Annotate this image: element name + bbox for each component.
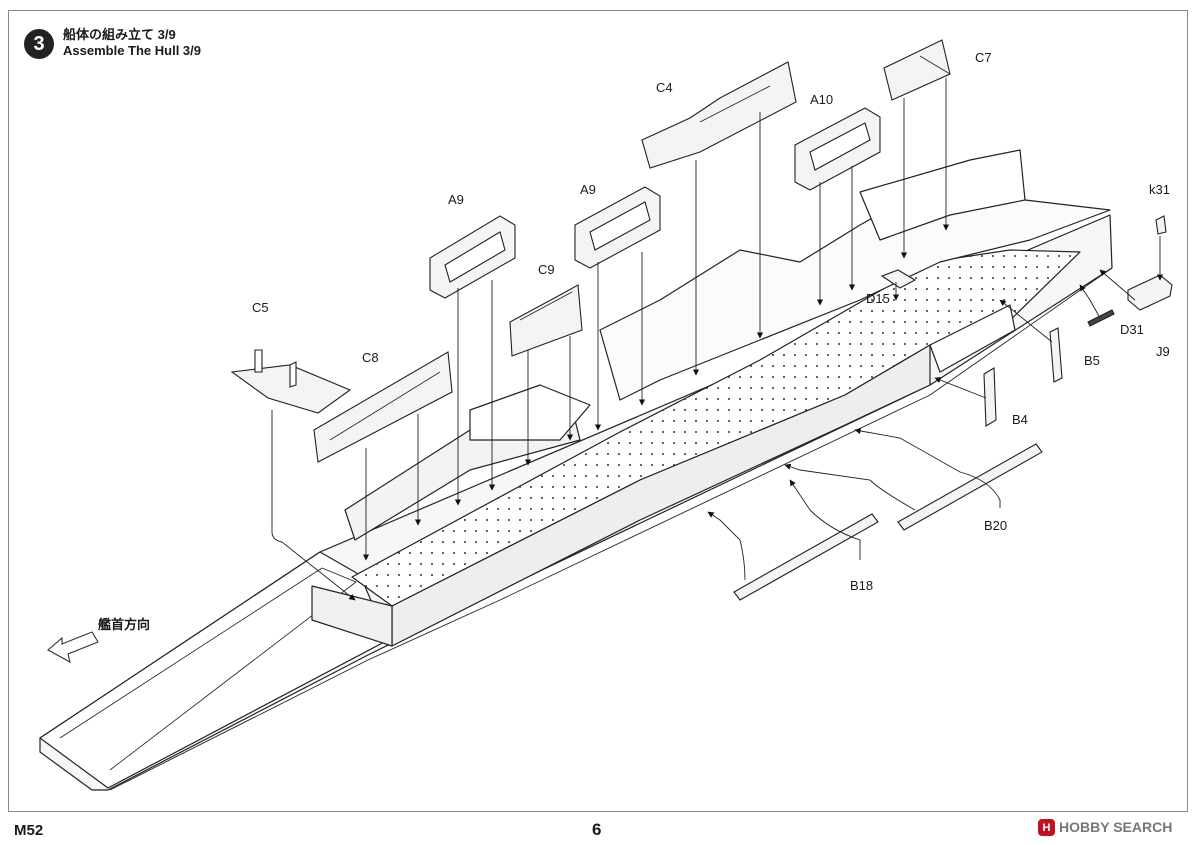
leader-b5 [999,299,1053,343]
part-b5 [1049,327,1063,383]
part-b20 [897,443,1043,531]
leader-b18-2 [707,511,746,581]
part-c9 [509,284,583,357]
leader-b4 [934,377,987,399]
label-c4: C4 [656,80,673,95]
hull-bow-bulkhead [311,585,393,647]
leader-d31 [1079,284,1101,319]
part-labels: C5 C8 A9 C9 A9 C4 A10 C7 D15 k31 D31 J9 … [252,50,1170,593]
label-b20: B20 [984,518,1007,533]
label-a10: A10 [810,92,833,107]
label-c9: C9 [538,262,555,277]
watermark-text: HOBBY SEARCH [1059,819,1173,835]
footer-manual-code: M52 [14,822,44,839]
step-title-english: Assemble The Hull 3/9 [63,43,201,58]
label-c7: C7 [975,50,992,65]
leader-b18-1 [789,479,861,560]
label-j9: J9 [1156,344,1170,359]
part-a10 [794,107,881,191]
label-d15: D15 [866,291,890,306]
leader-j9 [1099,269,1136,301]
part-b4 [983,367,997,427]
bow-direction-arrow-icon [47,631,99,664]
part-a9-left [429,215,516,299]
part-c7 [883,39,951,101]
label-c5: C5 [252,300,269,315]
part-a9-right [574,186,661,269]
hull-keel-line [109,267,1113,791]
label-d31: D31 [1120,322,1144,337]
label-c8: C8 [362,350,379,365]
part-k31 [1155,215,1167,235]
step-number-badge: 3 [24,29,54,59]
part-c5 [230,349,352,414]
hull-side-opening [929,304,1016,373]
watermark: H HOBBY SEARCH [1038,818,1194,838]
part-b18 [733,513,879,601]
part-j9 [1127,274,1173,311]
label-a9-right: A9 [580,182,596,197]
part-c4 [641,61,797,169]
part-d15 [880,269,917,289]
page-frame [8,10,1188,812]
part-c8 [313,351,453,463]
label-a9-left: A9 [448,192,464,207]
hull-rear-block [859,149,1026,241]
footer-page-number: 6 [592,820,602,839]
label-b18: B18 [850,578,873,593]
step-title-japanese: 船体の組み立て 3/9 [63,27,176,42]
leader-b20-1 [854,427,1001,508]
leader-lines [271,78,1164,601]
bow-direction-label: 艦首方向 [98,617,151,632]
leader-c5 [271,410,356,601]
step-header: 3 船体の組み立て 3/9 Assemble The Hull 3/9 [24,26,344,66]
leader-b20-2 [784,463,916,511]
part-d31 [1087,309,1115,327]
label-b5: B5 [1084,353,1100,368]
label-b4: B4 [1012,412,1028,427]
hull-side-wall [391,344,931,647]
label-k31: k31 [1149,182,1170,197]
watermark-logo-icon: H [1038,819,1055,836]
hull-bow-deck-inner [59,567,357,771]
